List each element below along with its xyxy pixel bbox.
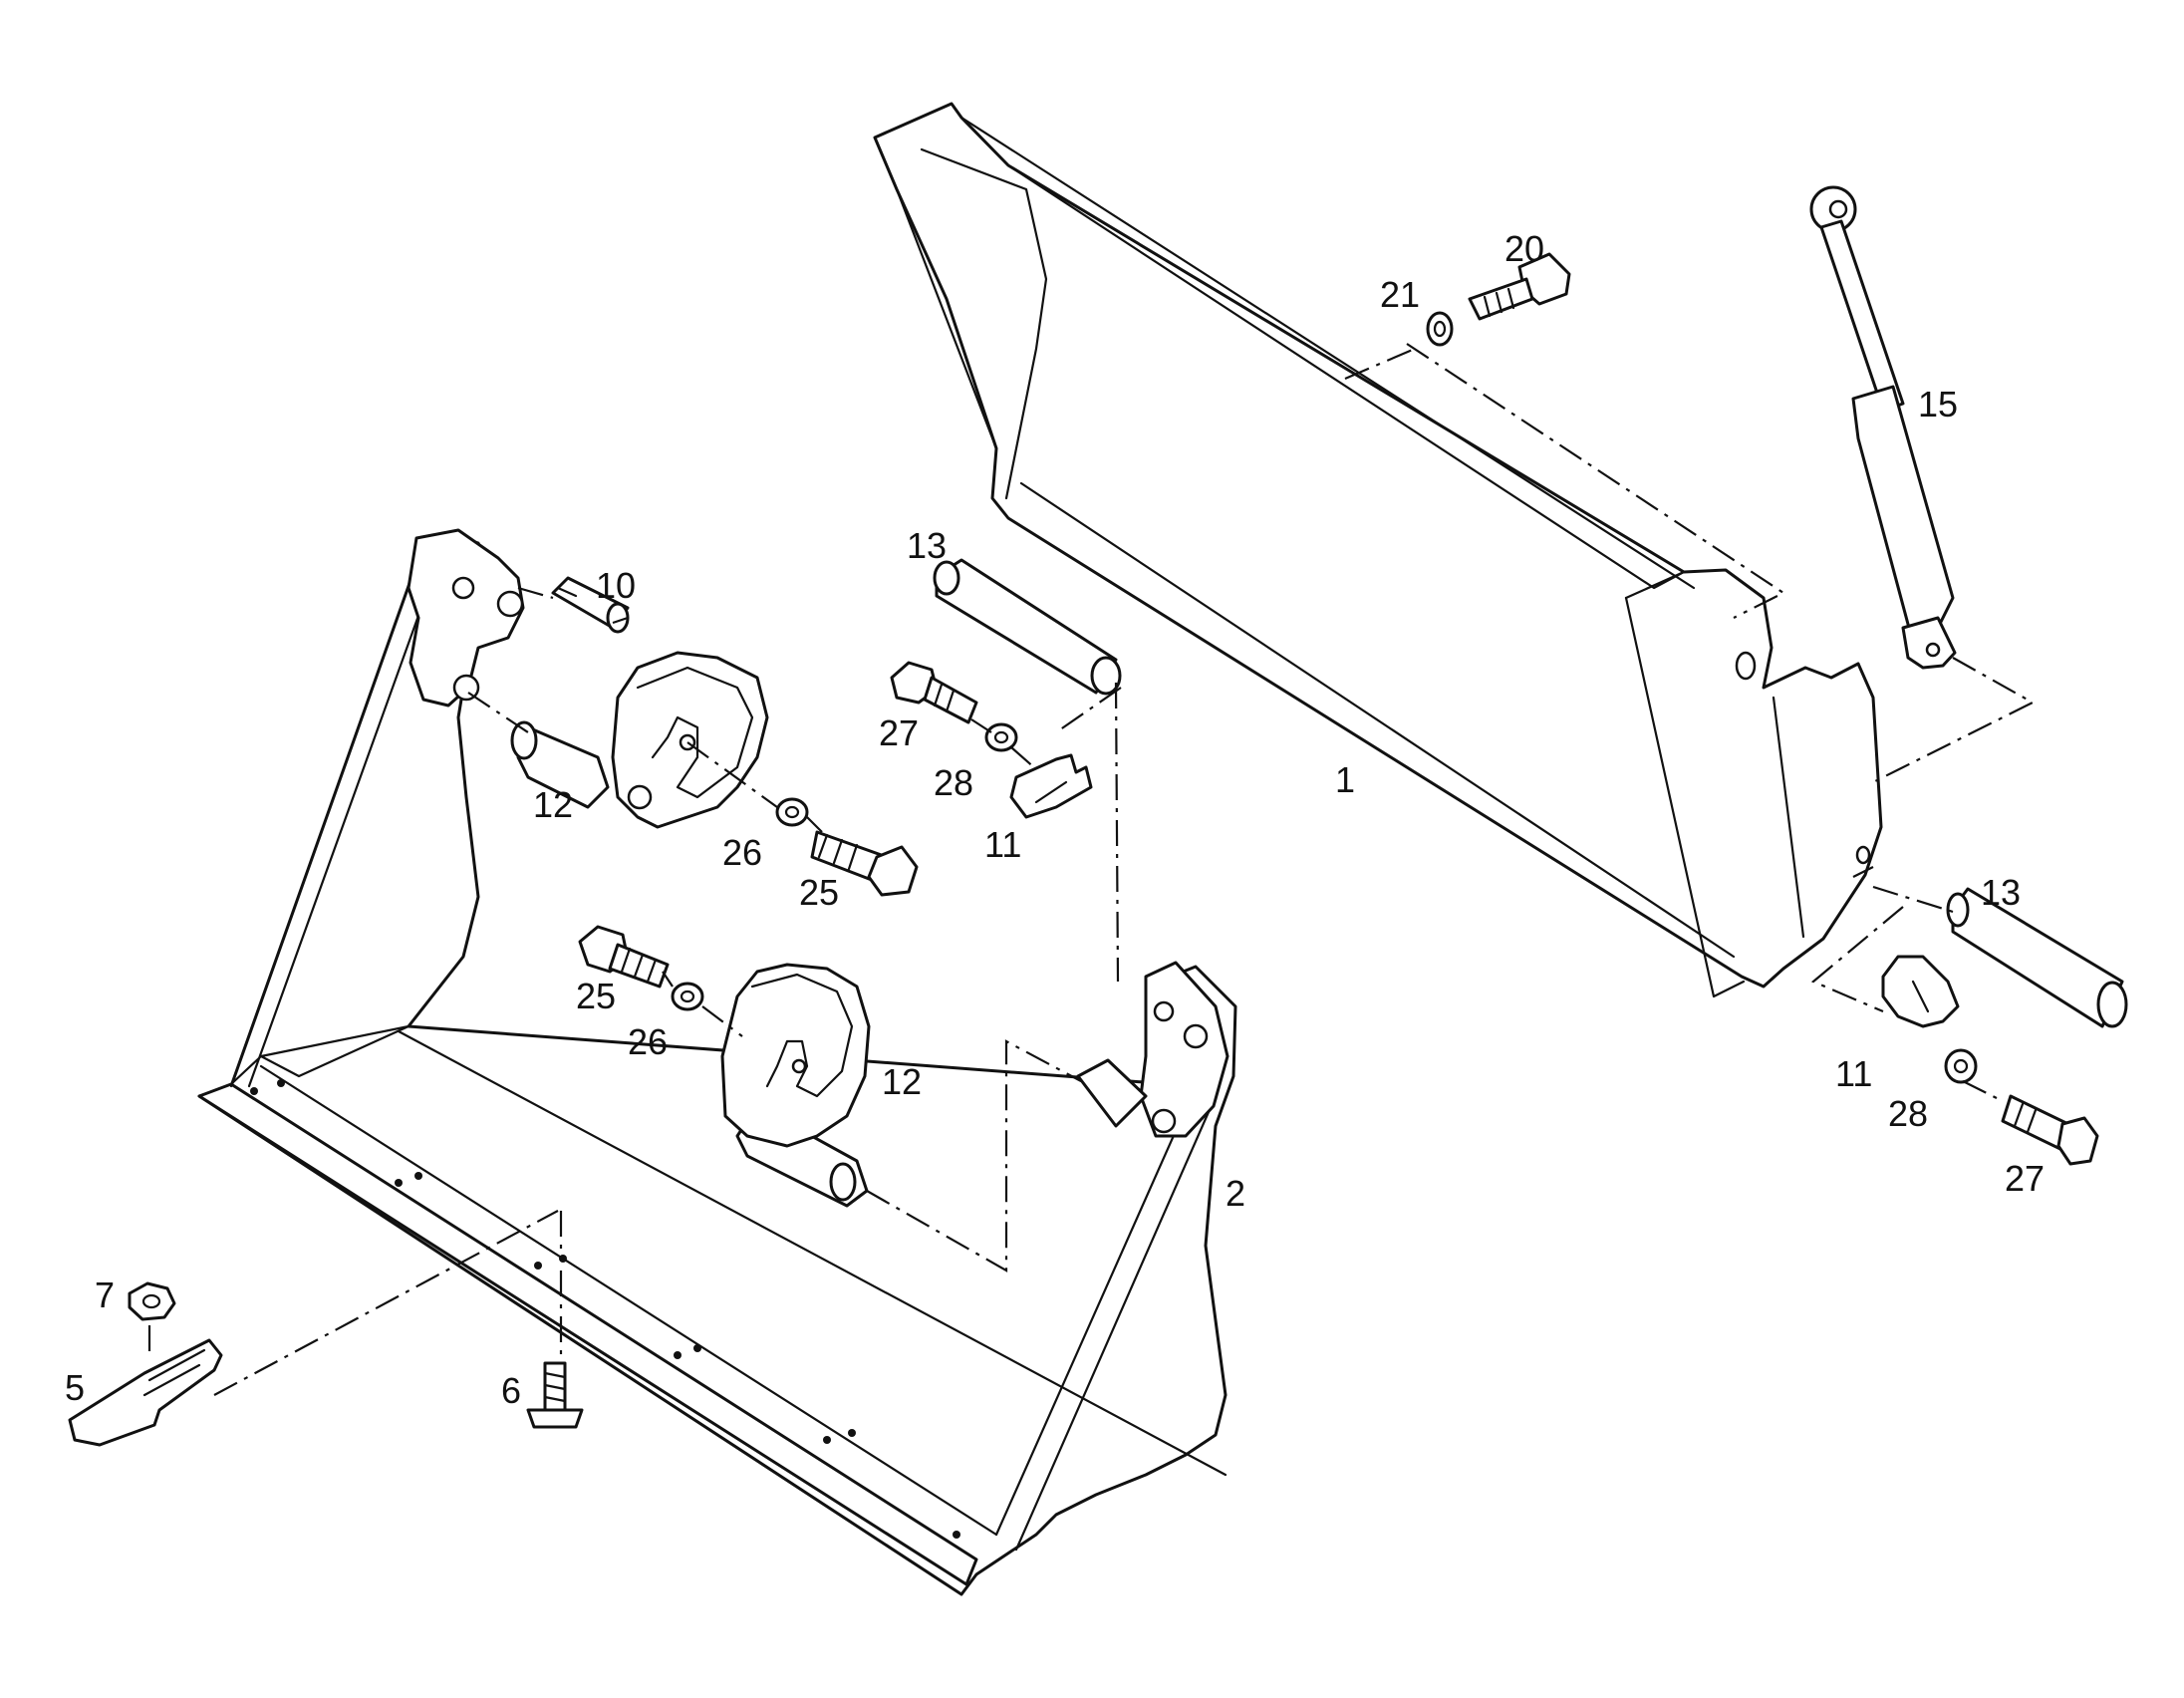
callout-5: 5 — [65, 1367, 85, 1408]
callout-26-lower: 26 — [628, 1021, 668, 1062]
part-10-pin — [551, 576, 630, 634]
part-2-bucket — [197, 528, 1237, 1596]
callout-28-lower: 28 — [1888, 1093, 1928, 1134]
part-28-upper-washer — [984, 722, 1018, 752]
callout-27-lower: 27 — [2005, 1158, 2045, 1199]
callout-11-upper: 11 — [984, 824, 1021, 865]
part-25-upper-bolt — [810, 830, 919, 897]
callout-13-lower: 13 — [1981, 872, 2021, 913]
callout-11-lower: 11 — [1835, 1053, 1872, 1094]
callout-21: 21 — [1380, 274, 1420, 315]
part-13-lower-tube — [1946, 887, 2128, 1028]
frame-pin-hole — [1855, 845, 1871, 865]
part-11-upper-clip — [1009, 753, 1093, 819]
callout-labels: 1 2 5 6 7 10 11 11 12 12 13 13 15 20 21 … — [65, 228, 2045, 1411]
callout-25-upper: 25 — [799, 872, 839, 913]
callout-26-upper: 26 — [722, 832, 762, 873]
assembly-lines — [147, 343, 2036, 1396]
part-13-upper-tube — [933, 558, 1122, 696]
part-7-nut — [128, 1281, 176, 1321]
callout-12-lower: 12 — [882, 1061, 922, 1102]
callout-15: 15 — [1918, 384, 1958, 424]
part-1-frame — [873, 102, 1883, 998]
callout-27-upper: 27 — [879, 712, 919, 753]
callout-2: 2 — [1226, 1173, 1245, 1214]
callout-6: 6 — [501, 1370, 521, 1411]
part-25-lower-bolt — [578, 925, 670, 989]
callout-20: 20 — [1504, 228, 1544, 269]
callout-12-upper: 12 — [533, 784, 573, 825]
part-28-lower-washer — [1944, 1048, 1978, 1084]
part-26-lower-washer — [671, 982, 704, 1011]
callout-1: 1 — [1335, 759, 1355, 800]
part-27-upper-screw — [890, 661, 978, 724]
callout-13-upper: 13 — [907, 525, 947, 566]
part-26-upper-washer — [775, 797, 809, 827]
callout-28-upper: 28 — [934, 762, 973, 803]
part-12-upper-hook-plate — [510, 651, 769, 829]
callout-10: 10 — [596, 565, 636, 606]
part-15-gas-strut — [1809, 185, 1957, 670]
part-21-washer — [1426, 311, 1454, 347]
frame-pivot-hole — [1735, 651, 1757, 681]
part-11-lower-clip — [1881, 955, 1960, 1028]
part-12-lower-hook-plate — [720, 963, 871, 1208]
part-5-tooth — [68, 1338, 223, 1447]
callout-7: 7 — [95, 1274, 115, 1315]
part-27-lower-screw — [2001, 1094, 2099, 1166]
part-20-bolt — [1468, 252, 1571, 321]
part-6-bolt — [526, 1361, 584, 1429]
callout-25-lower: 25 — [576, 976, 616, 1016]
